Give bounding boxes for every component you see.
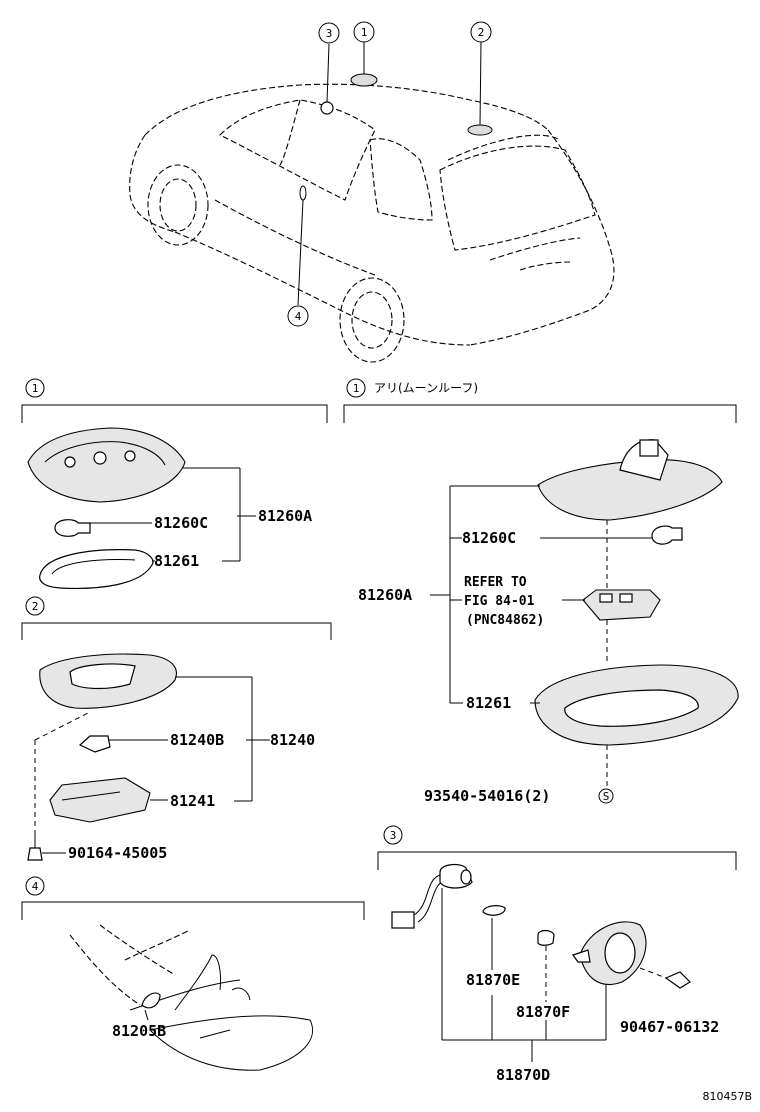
section-1-moonroof-marker: 1 — [346, 378, 366, 398]
screw-90467-06132 — [664, 971, 691, 989]
connector — [391, 911, 415, 929]
screw-90164-45005 — [27, 847, 43, 861]
bulb-81240b — [78, 735, 111, 753]
screw-symbol-s: S — [598, 788, 614, 804]
label-81240b: 81240B — [170, 731, 224, 749]
section-3-marker: 3 — [383, 825, 403, 845]
dome-lamp-location-2 — [467, 124, 493, 136]
label-81870d: 81870D — [496, 1066, 550, 1084]
bulb-81260c — [54, 519, 91, 537]
svg-text:1: 1 — [32, 382, 39, 395]
key-light-location-3 — [320, 101, 334, 115]
section-4-console-light: 4 81205B — [21, 876, 365, 1071]
label-81261: 81261 — [154, 552, 199, 570]
label-81240: 81240 — [270, 731, 315, 749]
section-1-dome-lamp: 1 81260C 81261 81260A — [21, 378, 328, 589]
label-90467-06132: 90467-06132 — [620, 1018, 719, 1036]
label-81260a: 81260A — [258, 507, 312, 525]
dome-lamp-assembly-81260a — [27, 427, 186, 503]
lens-81870f — [537, 929, 555, 946]
section-4-marker: 4 — [25, 876, 45, 896]
refer-note-line3: (PNC84862) — [466, 613, 544, 628]
overview-callout-2: 2 — [470, 21, 492, 43]
dome-lamp-location-1 — [350, 73, 378, 87]
label-81260a-moonroof: 81260A — [358, 586, 412, 604]
svg-text:4: 4 — [32, 880, 39, 893]
bulb-81260c-moonroof — [651, 525, 683, 545]
label-81241: 81241 — [170, 792, 215, 810]
map-lamp-housing — [537, 459, 723, 521]
label-81870e: 81870E — [466, 971, 520, 989]
console-light-81205b — [141, 992, 161, 1009]
section-2-room-lamp: 2 81240B 81240 81241 90164-45005 — [21, 596, 332, 862]
lens-81870e — [482, 905, 506, 916]
svg-text:1: 1 — [353, 382, 360, 395]
overview-callout-1: 1 — [353, 21, 375, 43]
section-3-key-cylinder-light: 3 81870E 81870F 90467-06132 81870D — [377, 825, 737, 1084]
label-81260c-moonroof: 81260C — [462, 529, 516, 547]
label-81205b: 81205B — [112, 1022, 166, 1040]
section-1-moonroof-map-lamp: 1 アリ(ムーンルーフ) 81260C 81260A REFER T — [343, 378, 739, 805]
svg-text:3: 3 — [390, 829, 397, 842]
lens-81261 — [39, 549, 154, 589]
car-overview-illustration: 3 1 2 4 — [129, 21, 615, 363]
section-1-marker: 1 — [25, 378, 45, 398]
label-81260c: 81260C — [154, 514, 208, 532]
figure-code: 810457B — [702, 1090, 752, 1103]
svg-text:4: 4 — [295, 310, 302, 323]
label-90164-45005: 90164-45005 — [68, 844, 167, 862]
overview-callout-3: 3 — [318, 22, 340, 44]
label-81870f: 81870F — [516, 1003, 570, 1021]
svg-text:2: 2 — [478, 26, 485, 39]
label-81261-moonroof: 81261 — [466, 694, 511, 712]
refer-note-line2: FIG 84-01 — [464, 594, 535, 609]
svg-text:S: S — [603, 790, 610, 803]
section-2-marker: 2 — [25, 596, 45, 616]
label-93540-54016: 93540-54016(2) — [424, 787, 550, 805]
svg-text:3: 3 — [326, 27, 333, 40]
svg-text:2: 2 — [32, 600, 39, 613]
svg-text:1: 1 — [361, 26, 368, 39]
overview-callout-4: 4 — [287, 305, 309, 327]
console-light-location-4 — [299, 185, 307, 201]
moonroof-label: アリ(ムーンルーフ) — [374, 381, 478, 395]
refer-note-line1: REFER TO — [464, 575, 527, 590]
lens-81241 — [49, 777, 151, 823]
